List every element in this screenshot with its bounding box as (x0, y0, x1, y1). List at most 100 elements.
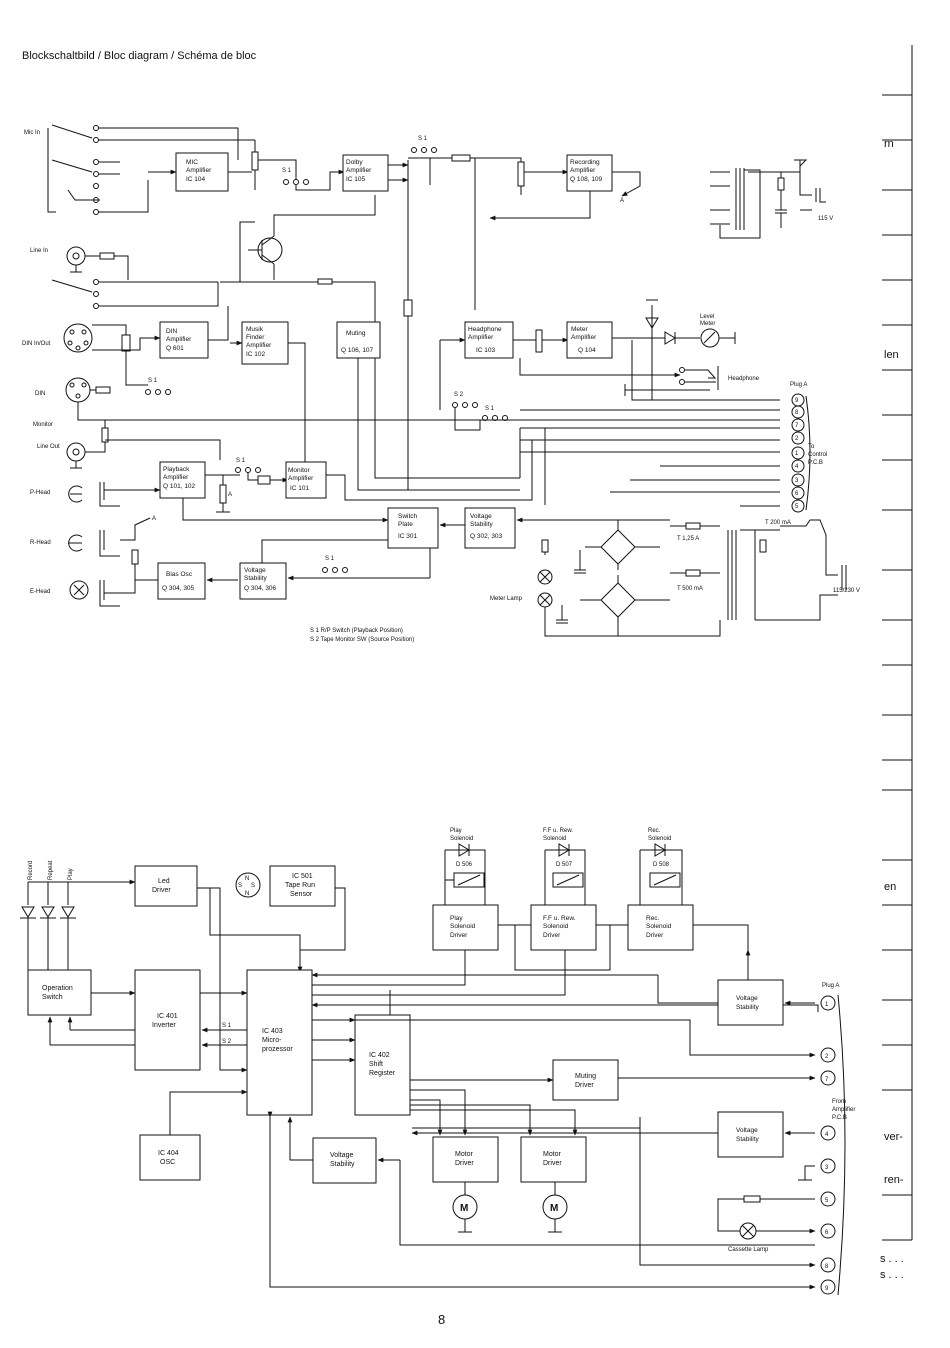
ic403-microprocessor-block (246, 969, 313, 1116)
led-icons (20, 879, 136, 970)
resistor-icon (403, 299, 413, 317)
s1-label-mic: S 1 (282, 168, 292, 174)
rec-solenoid-circuit (639, 843, 683, 905)
from-amp-2: Amplifier (832, 1107, 855, 1113)
sensor-s-2: S (251, 883, 255, 889)
meter-amp-line1: Meter (571, 326, 588, 333)
mon-amp-line1: Monitor (288, 467, 311, 474)
resistor-icon (541, 539, 549, 553)
io-label-din-in-out: DIN In/Out (22, 341, 51, 347)
ff-solenoid-circuit (544, 843, 586, 905)
fuse-t125-icon (685, 522, 701, 530)
plug-pin-5: 5 (795, 504, 799, 510)
meter-lamp-icon-1 (537, 569, 553, 585)
s1-label-dolby: S 1 (418, 136, 428, 142)
label-t200: T 200 mA (765, 520, 791, 526)
sensor-n-1: N (245, 876, 249, 882)
rec-amp-line2: Amplifier (570, 167, 596, 174)
level-meter-label-2: Meter (700, 321, 715, 327)
sw-line1: Switch (398, 513, 418, 520)
r-head-icon (68, 530, 120, 557)
din-in-out-jack-icon (63, 323, 93, 353)
meter-amp-line3: Q 104 (578, 347, 596, 354)
hp-amp-line3: IC 103 (476, 347, 496, 354)
bias-line2: Q 304, 305 (162, 585, 195, 592)
solenoid-play-label-1: Play (450, 828, 462, 834)
mic-amp-line2: Amplifier (186, 167, 212, 174)
recording-amplifier-block (566, 154, 613, 192)
vs2-line1: Voltage (244, 567, 266, 574)
mdrv-line2: Driver (575, 1082, 594, 1089)
to-control-1: To (808, 444, 815, 450)
solenoid-rec-label-2: Solenoid (648, 836, 671, 842)
plug-a-bottom-pins: 1 2 7 4 3 5 6 8 9 (820, 994, 846, 1296)
line-in-jack-icon (66, 246, 86, 266)
ic401-inverter-block (134, 969, 201, 1071)
din-amp-line3: Q 601 (166, 345, 184, 352)
e-head-icon (69, 580, 120, 607)
bridge-rectifier-1-icon (600, 529, 636, 565)
io-label-line-out: Line Out (37, 444, 60, 450)
play-solenoid-driver-block (432, 904, 499, 951)
bpin-5: 5 (825, 1198, 829, 1204)
voltage-stability-bottom-block (312, 1137, 377, 1184)
s1-label-din: S 1 (148, 378, 158, 384)
tape-run-sensor-magnet-icon (235, 872, 261, 898)
motor-2-label: M (550, 1203, 558, 1214)
margin-fragment-6: s . . . (880, 1253, 904, 1265)
audio-section: Mic In Line In DIN In/Out DIN Monitor Li… (22, 124, 860, 643)
hp-amp-line2: Amplifier (468, 334, 494, 341)
muting-block (336, 321, 381, 359)
ic402-line2: Shift (369, 1061, 383, 1068)
din-amp-line1: DIN (166, 328, 178, 335)
to-control-2: Control (808, 452, 827, 458)
solenoid-play-label-2: Solenoid (450, 836, 473, 842)
vs4-line2: Stability (736, 1136, 760, 1143)
ic404-line1: IC 404 (158, 1150, 179, 1157)
ic501-line3: Sensor (290, 891, 313, 898)
mic-amp-line1: MIC (186, 159, 198, 166)
label-a-rec: A (620, 198, 624, 204)
ic403-line3: prozessor (262, 1046, 293, 1053)
pb-amp-line3: Q 101, 102 (163, 483, 196, 490)
bpin-3: 3 (825, 1165, 829, 1171)
psd-line1: Play (450, 915, 463, 922)
rhead-trimmer-icon (131, 549, 139, 565)
voltage-stability-2-block (239, 562, 287, 600)
muting-driver-block (552, 1059, 619, 1101)
musik-line4: IC 102 (246, 351, 266, 358)
level-meter-icon (700, 328, 720, 348)
ic404-line2: OSC (160, 1159, 175, 1166)
page-title: Blockschaltbild / Bloc diagram / Schéma … (22, 50, 257, 62)
m1-line1: Motor (455, 1151, 474, 1158)
musik-finder-amplifier-block (241, 321, 289, 365)
ic401-line1: IC 401 (157, 1013, 178, 1020)
rec-amp-line1: Recording (570, 159, 600, 166)
vs3-line2: Stability (736, 1004, 760, 1011)
rsd-line2: Solenoid (646, 923, 672, 930)
resistor-icon (743, 1195, 761, 1203)
margin-fragment-3: en (884, 881, 896, 893)
led-label-play: Play (68, 868, 74, 880)
voltage-stability-4-block (717, 1111, 784, 1158)
hp-amp-line1: Headphone (468, 326, 502, 333)
vsb-line2: Stability (330, 1161, 355, 1168)
plug-pin-3: 3 (795, 478, 799, 484)
resistor-icon (99, 252, 115, 260)
plug-a-label-top: Plug A (790, 382, 807, 388)
resistor-icon (257, 475, 271, 485)
fsd-line3: Driver (543, 932, 561, 939)
margin-fragment-1: rn (884, 138, 894, 150)
monitor-amplifier-block (285, 461, 327, 499)
solenoid-rec-label-1: Rec. (648, 828, 661, 834)
bridge-rectifier-2-icon (600, 582, 636, 618)
plug-pin-6: 6 (795, 491, 799, 497)
io-label-r-head: R-Head (30, 540, 51, 546)
musik-line1: Musik (246, 326, 264, 333)
margin-fragment-7: s . . . (880, 1269, 904, 1281)
fuse-t500-icon (685, 569, 701, 577)
sw-line2: Plate (398, 521, 413, 528)
vsb-line1: Voltage (330, 1152, 353, 1159)
label-a-pb: A (228, 492, 232, 498)
bpin-9: 9 (825, 1286, 829, 1292)
